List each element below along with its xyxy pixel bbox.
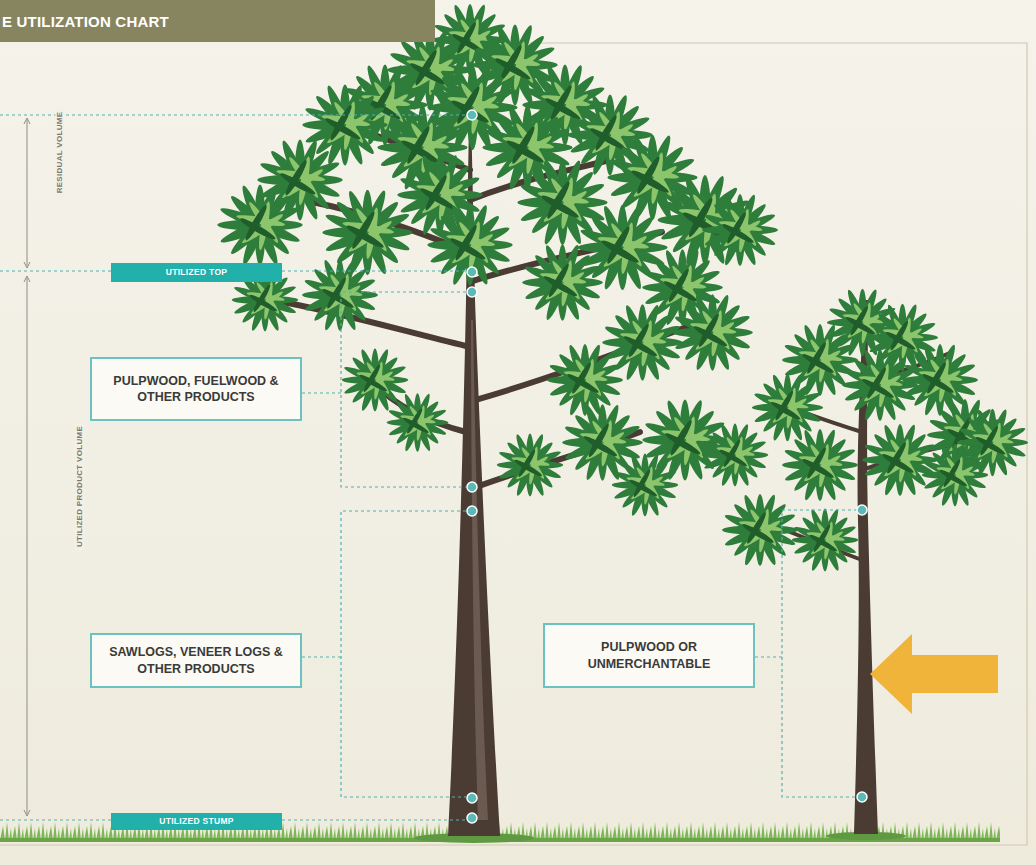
- highlight-arrow: [870, 634, 998, 714]
- volume-label: RESIDUAL VOLUME: [55, 109, 64, 197]
- measure-points: [467, 110, 867, 823]
- product-box: PULPWOOD, FUELWOOD & OTHER PRODUCTS: [90, 357, 302, 421]
- title-band: E UTILIZATION CHART: [0, 0, 435, 42]
- volume-label: UTILIZED PRODUCT VOLUME: [75, 423, 84, 550]
- band-label: UTILIZED STUMP: [159, 816, 234, 826]
- product-box: SAWLOGS, VENEER LOGS & OTHER PRODUCTS: [90, 633, 302, 688]
- product-box: PULPWOOD OR UNMERCHANTABLE: [543, 623, 755, 688]
- marker-band: UTILIZED STUMP: [111, 813, 282, 830]
- chart-title: E UTILIZATION CHART: [2, 13, 169, 30]
- box-text: PULPWOOD OR UNMERCHANTABLE: [561, 639, 737, 672]
- band-label: UTILIZED TOP: [166, 267, 228, 277]
- marker-band: UTILIZED TOP: [111, 263, 282, 282]
- box-text: SAWLOGS, VENEER LOGS & OTHER PRODUCTS: [108, 644, 284, 677]
- box-text: PULPWOOD, FUELWOOD & OTHER PRODUCTS: [108, 373, 284, 406]
- leader-lines: [0, 115, 857, 820]
- small-tree: [702, 288, 1028, 834]
- frame: [0, 43, 1027, 845]
- volume-brackets: [24, 118, 30, 816]
